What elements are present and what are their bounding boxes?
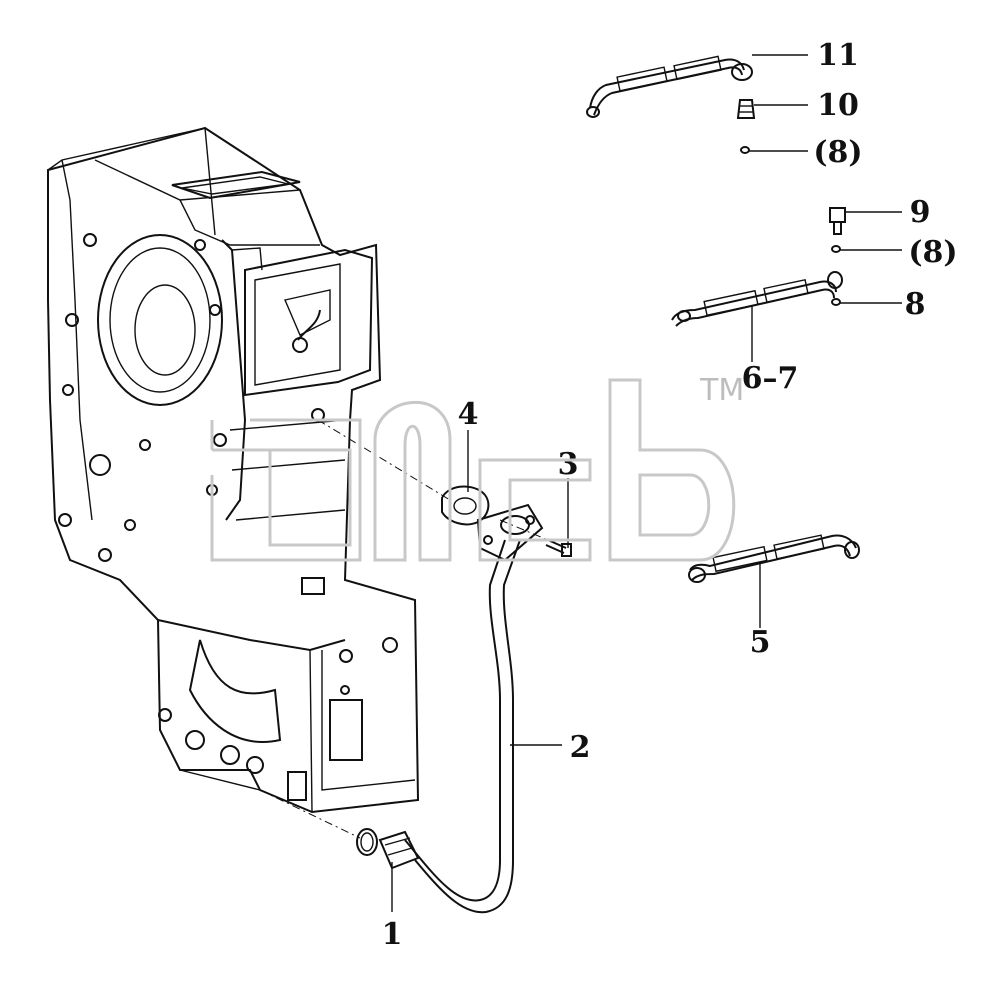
callout-5: 5 xyxy=(750,625,771,660)
callout-10: 10 xyxy=(817,88,859,123)
callout-3: 3 xyxy=(558,447,579,482)
part-2-oil-pipe xyxy=(404,503,544,914)
callout-11: 11 xyxy=(817,38,859,73)
callout-1: 1 xyxy=(382,917,403,952)
callout-6-7: 6–7 xyxy=(742,361,799,396)
alignment-line-flange xyxy=(317,419,451,501)
part-6-7-hose xyxy=(671,271,843,327)
part-10-fitting xyxy=(736,99,756,119)
part-3-bolt xyxy=(545,539,572,557)
alignment-line-seal xyxy=(259,789,361,839)
leader-lines xyxy=(391,54,902,912)
part-11-hose xyxy=(586,55,753,118)
callout-2: 2 xyxy=(570,730,591,765)
part-5-hose xyxy=(688,534,860,583)
part-1-seal xyxy=(356,828,420,870)
part-8-washer-top xyxy=(740,146,750,154)
alignment-line-bolt xyxy=(499,519,549,541)
callout-8-paren-top: (8) xyxy=(813,135,862,170)
callout-labels: 1 2 3 4 5 6–7 8 (8) 9 10 (8) 11 xyxy=(382,38,958,952)
transmission-housing xyxy=(47,126,420,814)
part-8-washers xyxy=(831,245,841,306)
part-9-bolt xyxy=(829,207,846,235)
bolt-holes xyxy=(58,233,227,562)
part-4-gasket xyxy=(441,485,490,526)
watermark-logo: TM xyxy=(210,373,744,562)
callout-4: 4 xyxy=(458,397,479,432)
bottom-bosses xyxy=(158,708,307,801)
watermark-tm: TM xyxy=(699,373,744,408)
callout-9: 9 xyxy=(910,195,931,230)
callout-8: 8 xyxy=(905,287,926,322)
callout-8-paren-mid: (8) xyxy=(908,235,957,270)
